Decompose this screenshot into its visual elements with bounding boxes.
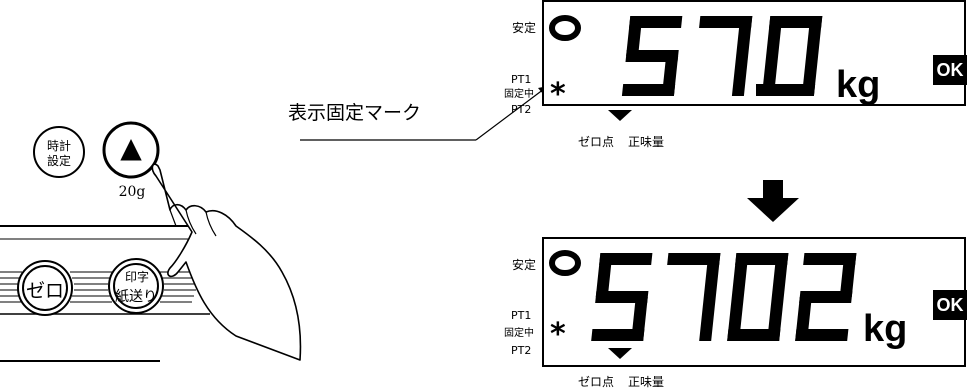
unit-label: kg <box>836 64 881 106</box>
lcd-segment <box>736 16 753 56</box>
lcd-segment <box>839 253 857 297</box>
lcd-segment <box>626 16 643 56</box>
stable-label: 安定 <box>512 258 537 272</box>
fixed-label: 固定中 <box>504 89 534 100</box>
pt2-label: PT2 <box>511 103 532 116</box>
clock-button-label-2: 設定 <box>46 154 71 168</box>
lcd-segment <box>795 297 812 341</box>
clock-button-label-1: 時計 <box>46 139 71 153</box>
lcd-segment <box>735 253 789 265</box>
zero-button-label: ゼロ <box>25 280 64 302</box>
up-button-sublabel: 20g <box>118 184 146 200</box>
fixed-mark-icon: * <box>550 77 566 112</box>
lcd-segment <box>621 84 676 96</box>
lcd-segment <box>629 16 683 28</box>
lcd-segment <box>795 329 849 341</box>
lcd-segment <box>595 291 649 303</box>
lcd-segment <box>703 253 721 297</box>
lcd-segment <box>771 253 789 297</box>
lcd-segment <box>806 16 823 56</box>
lcd-segment <box>667 253 721 265</box>
lcd-segment <box>591 329 645 341</box>
lcd-decimal-point <box>756 84 767 96</box>
unit-label: kg <box>863 308 908 350</box>
pt1-label: PT1 <box>511 73 532 86</box>
lcd-segment <box>731 56 749 96</box>
fixed-mark-icon: * <box>550 317 566 352</box>
print-button-label-1: 印字 <box>124 270 149 284</box>
fixed-label: 固定中 <box>504 328 534 339</box>
lcd-segment <box>761 84 816 96</box>
pt1-label: PT1 <box>511 309 532 322</box>
zero-point-label: ゼロ点 <box>578 375 615 389</box>
lcd-segment <box>761 56 779 96</box>
ok-badge: OK <box>933 55 967 85</box>
lcd-segment <box>595 253 613 297</box>
lcd-segment <box>766 16 783 56</box>
pt2-label: PT2 <box>511 344 532 357</box>
lcd-segment <box>699 297 716 341</box>
lcd-segment <box>699 16 753 28</box>
lcd-segment <box>599 253 653 265</box>
lcd-segment <box>731 253 749 297</box>
lcd-segment <box>803 253 857 265</box>
net-label: 正味量 <box>628 135 665 149</box>
lcd-display-before <box>542 0 966 106</box>
stable-label: 安定 <box>512 21 537 35</box>
ok-badge: OK <box>933 290 967 320</box>
lcd-segment <box>799 291 853 303</box>
lcd-segment <box>727 297 744 341</box>
zero-point-label: ゼロ点 <box>578 135 615 149</box>
lcd-segment <box>727 329 781 341</box>
print-button-label-2: 紙送り <box>115 289 157 305</box>
net-label: 正味量 <box>628 375 665 389</box>
up-arrow-icon: ▲ <box>120 131 142 164</box>
callout-label: 表示固定マーク <box>288 102 422 124</box>
lcd-segment <box>769 16 823 28</box>
lcd-segment <box>625 50 679 62</box>
